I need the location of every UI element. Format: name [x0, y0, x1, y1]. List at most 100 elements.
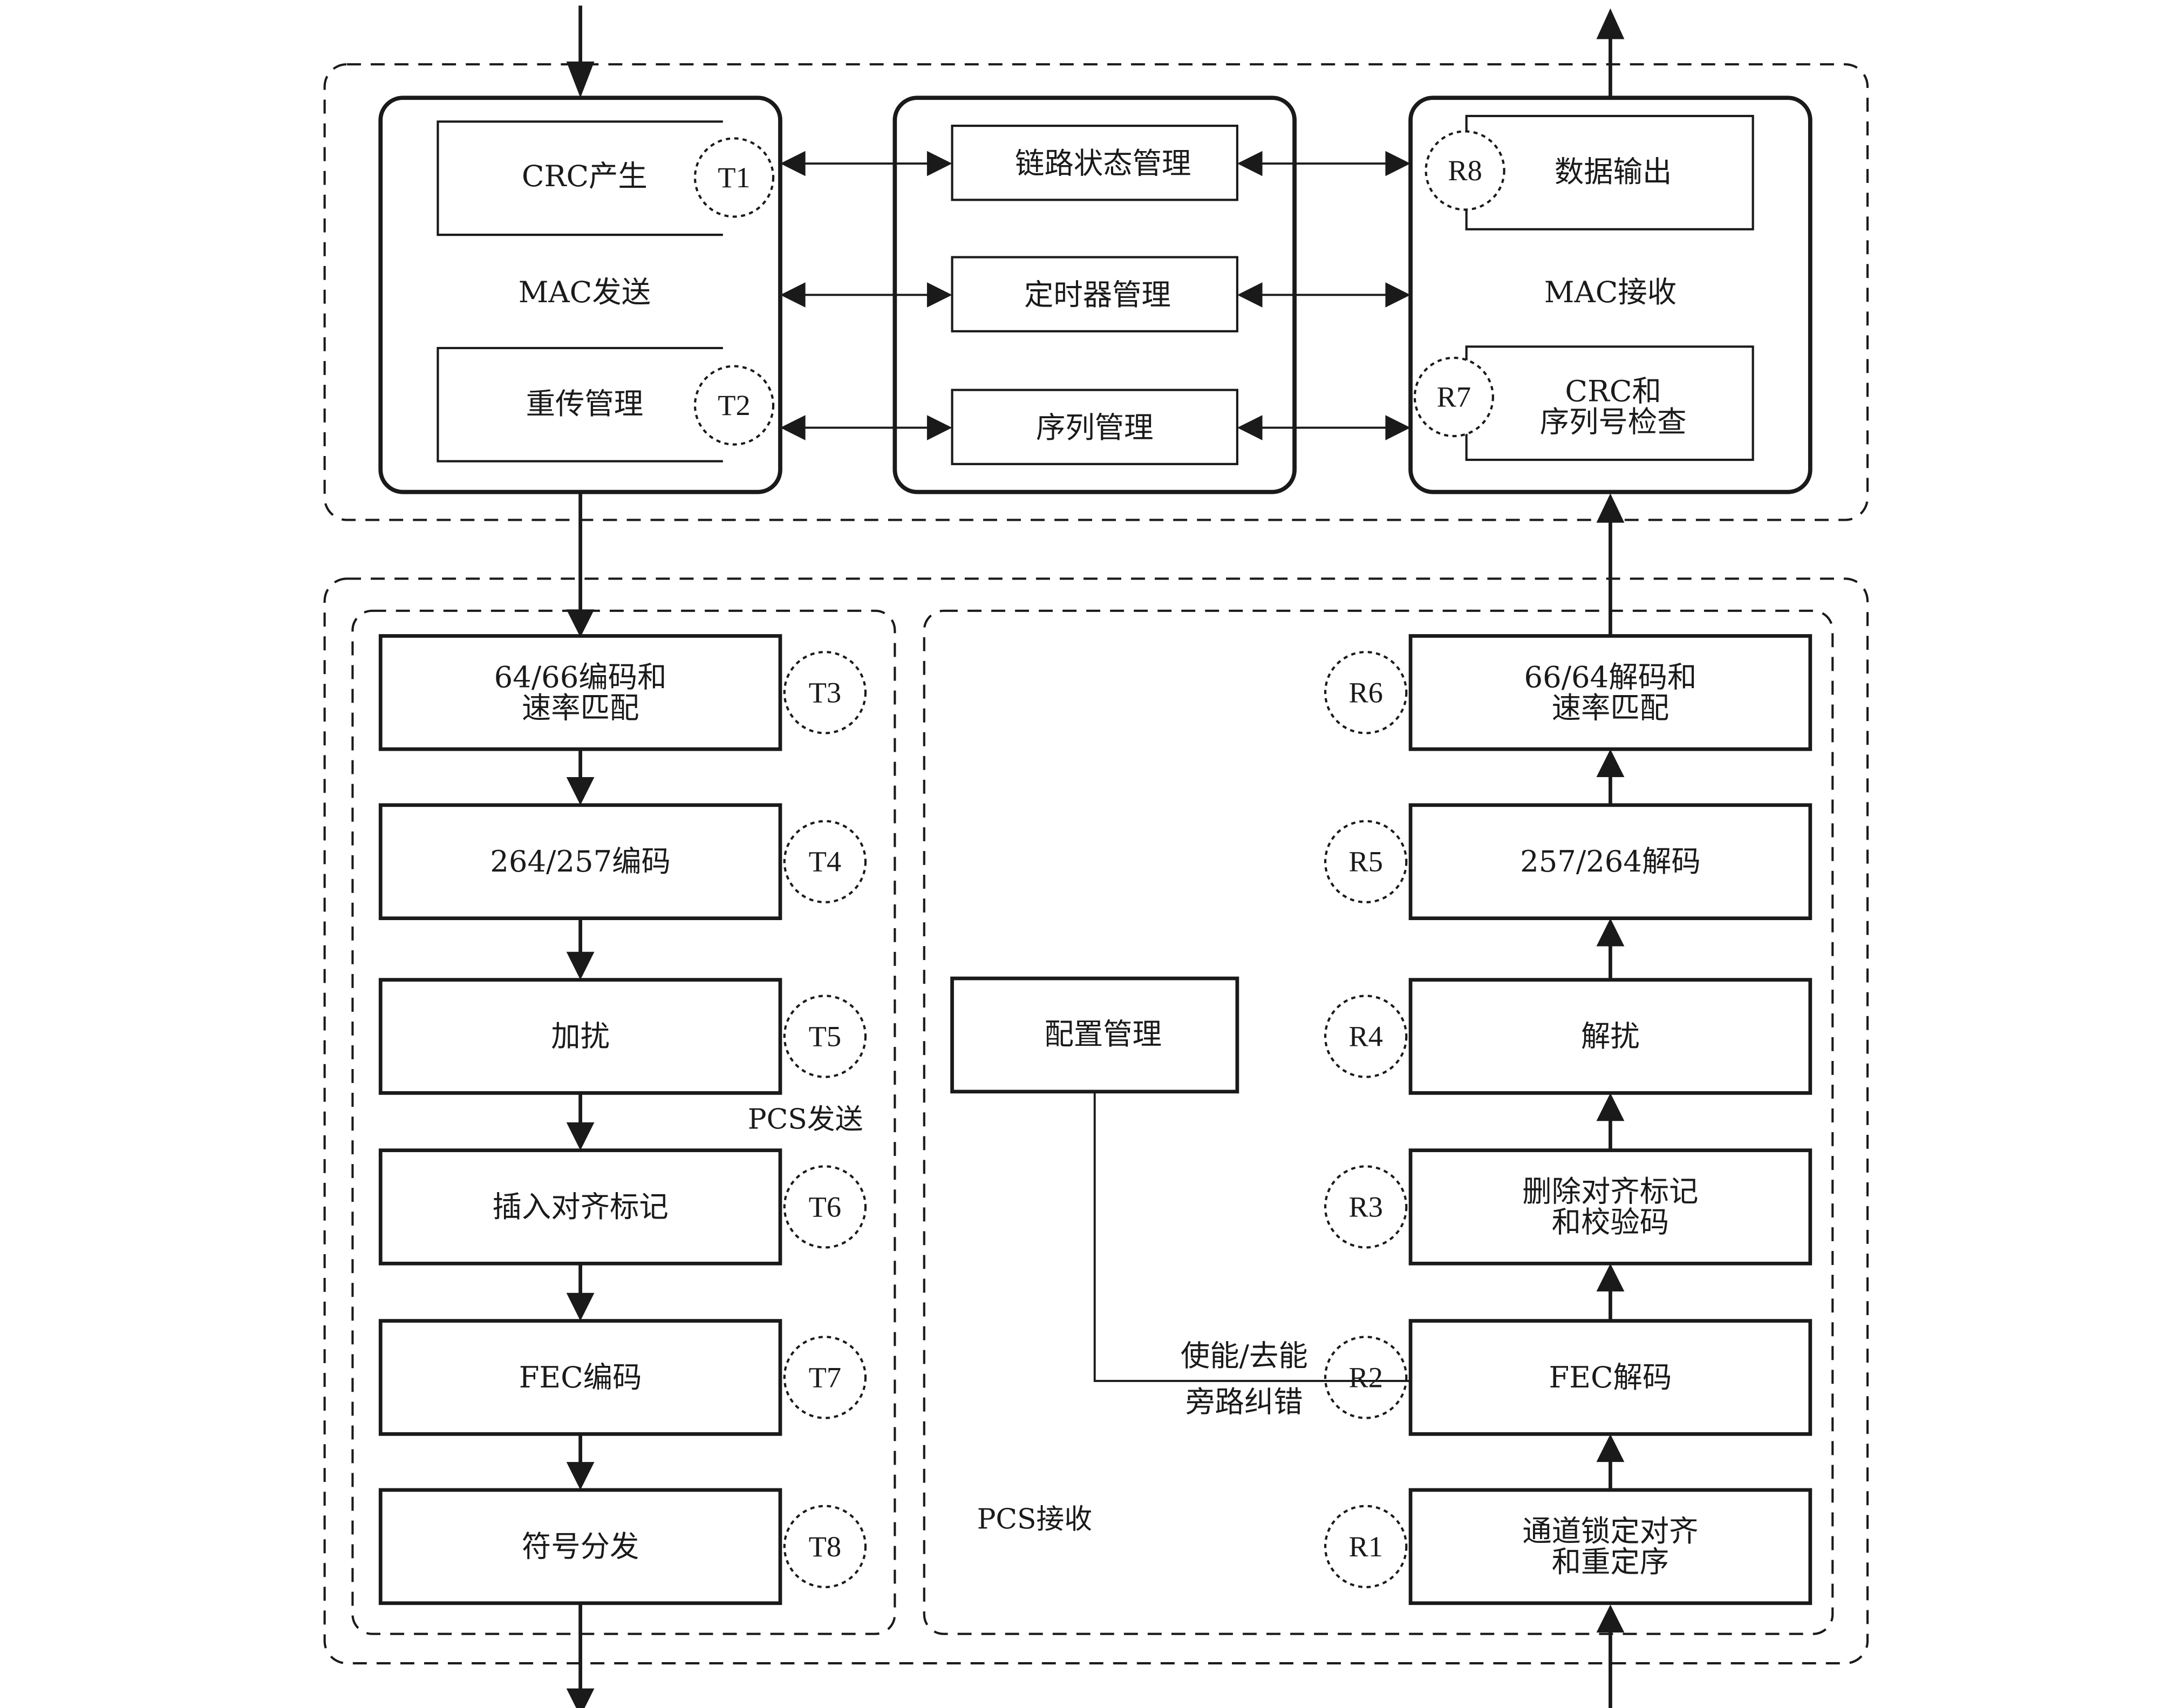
crc-check-box	[1465, 345, 1754, 461]
pcs-rx-box	[1408, 1148, 1812, 1265]
tag-circle-t1	[693, 137, 775, 218]
tag-circle-t6	[783, 1165, 867, 1249]
pcs-rx-label-line1: 删除对齐标记	[1522, 1174, 1698, 1208]
tag-circle-r3	[1324, 1165, 1408, 1249]
tag-r8: R8	[1448, 154, 1482, 187]
tag-r5: R5	[1348, 846, 1382, 878]
tag-r2: R2	[1348, 1361, 1382, 1393]
pcs-tx-flow-arrow	[566, 918, 595, 980]
pcs-tx-flow-arrow	[566, 1263, 595, 1321]
tag-circle-r8	[1425, 130, 1505, 211]
pcs-rx-title: PCS接收	[977, 1503, 1093, 1535]
tag-t1: T1	[718, 161, 750, 194]
pcs-tx-block-3: 加扰 T5	[378, 978, 867, 1095]
tag-circle-r4	[1324, 995, 1408, 1078]
tag-circle-t5	[783, 995, 867, 1078]
pcs-rx-flow-arrow	[1596, 1434, 1625, 1490]
pcs-tx-label: FEC编码	[519, 1360, 642, 1394]
crc-check-line2: 序列号检查	[1540, 405, 1687, 439]
pcs-rx-label: FEC解码	[1549, 1360, 1672, 1394]
pcs-layer-frame	[323, 577, 1869, 1665]
tag-circle-r2	[1324, 1336, 1408, 1419]
pcs-rx-label-line2: 和校验码	[1552, 1205, 1669, 1239]
mac-tx-title: MAC发送	[519, 275, 651, 309]
pcs-tx-frame	[351, 609, 896, 1635]
timer-label: 定时器管理	[1024, 278, 1171, 312]
pcs-tx-label: 符号分发	[522, 1529, 639, 1563]
pcs-tx-label-line1: 64/66编码和	[494, 660, 667, 694]
pcs-to-mac-arrow	[1596, 493, 1625, 636]
retx-mgmt-label: 重传管理	[526, 387, 644, 421]
mac-tx-block: CRC产生 T1 MAC发送 重传管理 T2	[378, 96, 782, 494]
pcs-rx-label-line1: 66/64解码和	[1524, 660, 1697, 694]
crc-gen-box	[437, 120, 723, 236]
mac-layer-frame	[323, 63, 1869, 521]
tag-t6: T6	[809, 1190, 841, 1223]
pcs-rx-flow-arrow	[1596, 1263, 1625, 1321]
pcs-tx-flow-arrow	[566, 749, 595, 805]
output-arrow	[1596, 8, 1625, 101]
tag-r6: R6	[1348, 676, 1382, 709]
pcs-tx-box	[378, 1488, 782, 1605]
tag-r7: R7	[1437, 381, 1471, 413]
mac-bidirectional-arrows	[780, 151, 1411, 440]
data-out-label: 数据输出	[1555, 155, 1672, 189]
tag-r1: R1	[1348, 1530, 1382, 1563]
tag-t5: T5	[809, 1020, 841, 1052]
pcs-tx-block-5: FEC编码 T7	[378, 1319, 867, 1436]
pcs-tx-label: 插入对齐标记	[492, 1190, 668, 1224]
pcs-rx-frame	[923, 609, 1834, 1635]
mac-rx-block: 数据输出 R8 MAC接收 CRC和 序列号检查 R7	[1408, 96, 1812, 494]
link-state-label: 链路状态管理	[1015, 147, 1191, 181]
crc-check-line1: CRC和	[1565, 375, 1661, 409]
pcs-tx-title: PCS发送	[748, 1104, 863, 1136]
link-state-box	[951, 125, 1238, 201]
tag-t2: T2	[718, 389, 750, 421]
tag-circle-t4	[783, 820, 867, 903]
config-control-line	[1093, 1091, 1411, 1382]
config-mgmt-block: 配置管理 使能/去能 旁路纠错	[950, 976, 1411, 1419]
mac-rx-title: MAC接收	[1544, 275, 1677, 309]
tag-t7: T7	[809, 1361, 841, 1393]
pcs-rx-label-line2: 和重定序	[1552, 1545, 1669, 1579]
pcs-rx-flow-arrow	[1596, 918, 1625, 980]
tag-circle-r7	[1413, 356, 1494, 438]
pcs-rx-box	[1408, 803, 1812, 921]
tag-circle-t2	[693, 365, 775, 446]
pcs-rx-block-5: FEC解码 R2	[1324, 1319, 1812, 1436]
tag-r4: R4	[1348, 1020, 1382, 1052]
input-arrow	[566, 5, 595, 98]
pcs-rx-flow-arrow	[1596, 1093, 1625, 1151]
pcs-rx-box	[1408, 1319, 1812, 1436]
tag-t8: T8	[809, 1530, 841, 1563]
tag-circle-r5	[1324, 820, 1408, 903]
pcs-tx-box	[378, 803, 782, 921]
sequence-box	[951, 389, 1238, 465]
config-mgmt-label: 配置管理	[1045, 1017, 1162, 1051]
pcs-tx-flow-arrow	[566, 1434, 595, 1490]
tag-t3: T3	[809, 676, 841, 709]
tag-r3: R3	[1348, 1190, 1382, 1223]
tag-circle-t8	[783, 1505, 867, 1589]
pcs-tx-block-6: 符号分发 T8	[378, 1488, 867, 1605]
tag-t4: T4	[809, 846, 841, 878]
pcs-rx-label: 257/264解码	[1520, 845, 1701, 879]
pcs-rx-label-line1: 通道锁定对齐	[1522, 1514, 1698, 1548]
pcs-rx-box	[1408, 978, 1812, 1095]
pcs-tx-box	[378, 634, 782, 751]
tag-circle-t3	[783, 651, 867, 734]
pcs-tx-label: 加扰	[551, 1019, 610, 1053]
tag-circle-t7	[783, 1336, 867, 1419]
pcs-tx-block-4: 插入对齐标记 T6	[378, 1148, 867, 1265]
control-label-enable: 使能/去能	[1181, 1339, 1308, 1373]
tag-circle-r1	[1324, 1505, 1408, 1589]
